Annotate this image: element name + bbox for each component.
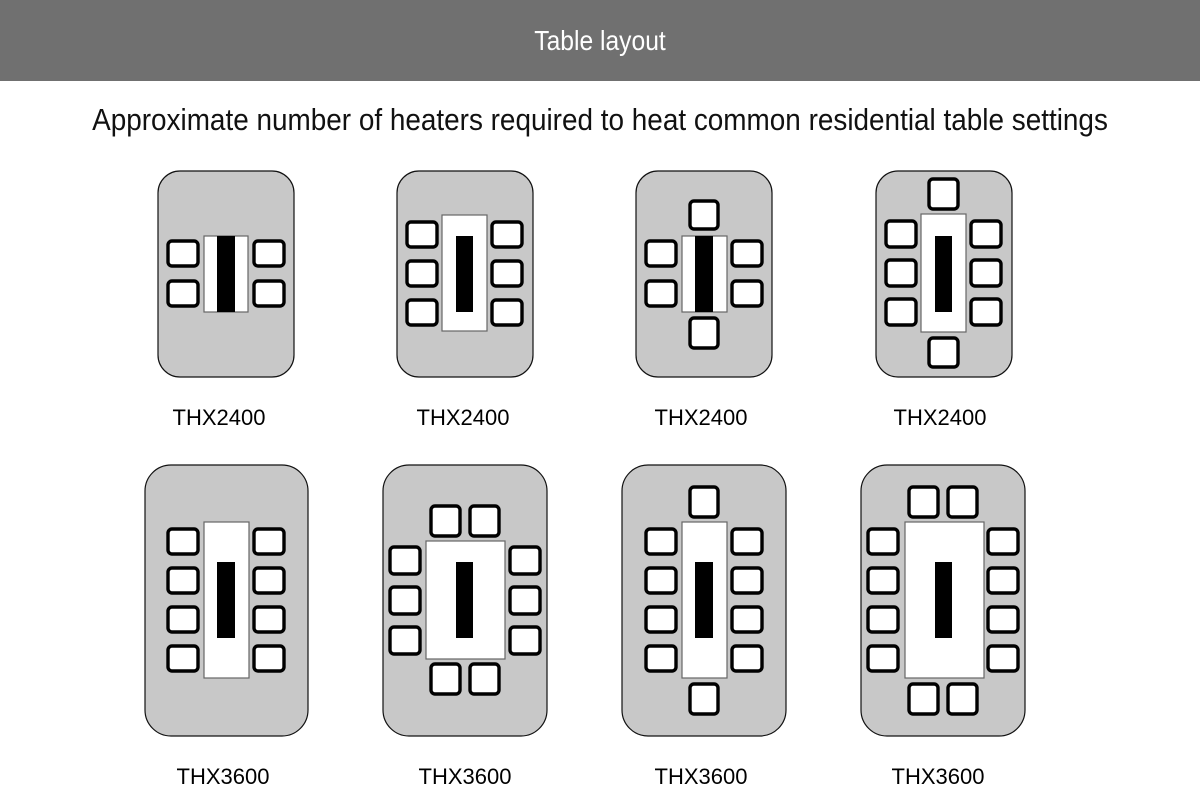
chair — [907, 682, 940, 716]
chair — [730, 605, 764, 634]
chair — [508, 625, 542, 656]
chair — [644, 239, 678, 268]
heater — [217, 236, 235, 312]
layout-label: THX3600 — [177, 764, 270, 789]
chair — [866, 605, 900, 634]
chair — [946, 485, 979, 519]
chair — [252, 644, 286, 673]
chair — [166, 605, 200, 634]
layout-label: THX3600 — [892, 764, 985, 789]
chair — [969, 297, 1003, 327]
chair — [508, 585, 542, 616]
chair — [252, 566, 286, 595]
chair — [730, 279, 764, 308]
page-title: Table layout — [534, 24, 666, 56]
page-subtitle: Approximate number of heaters required t… — [92, 102, 1108, 137]
layout-2: THX2400 — [396, 170, 534, 430]
chair — [907, 485, 940, 519]
chair — [969, 219, 1003, 249]
chair — [644, 605, 678, 634]
chair — [986, 527, 1020, 556]
chair — [490, 220, 524, 249]
chair — [730, 527, 764, 556]
chair — [946, 682, 979, 716]
chair — [252, 605, 286, 634]
chair — [644, 279, 678, 308]
layout-4: THX2400 — [875, 170, 1013, 430]
chair — [644, 566, 678, 595]
chair — [884, 219, 918, 249]
chair — [252, 527, 286, 556]
chair — [884, 258, 918, 288]
chair — [166, 279, 200, 308]
chair — [429, 504, 462, 538]
chair — [730, 566, 764, 595]
chair — [405, 220, 439, 249]
chair — [166, 527, 200, 556]
layout-label: THX2400 — [894, 405, 987, 430]
chair — [388, 585, 422, 616]
chair — [166, 644, 200, 673]
chair — [468, 662, 501, 696]
chair — [405, 298, 439, 327]
layout-5: THX3600 — [144, 464, 309, 789]
chair — [866, 644, 900, 673]
layout-label: THX3600 — [655, 764, 748, 789]
layout-label: THX2400 — [173, 405, 266, 430]
chair — [490, 259, 524, 288]
chair — [405, 259, 439, 288]
header-bar: Table layout — [0, 0, 1200, 81]
chair — [508, 545, 542, 576]
layout-1: THX2400 — [157, 170, 295, 430]
chair — [688, 316, 720, 350]
chair — [986, 566, 1020, 595]
chair — [927, 177, 960, 211]
chair — [730, 239, 764, 268]
heater — [456, 236, 473, 312]
layout-3: THX2400 — [635, 170, 773, 430]
chair — [688, 682, 720, 716]
heater — [935, 236, 952, 312]
heater — [695, 562, 713, 638]
chair — [969, 258, 1003, 288]
chair — [730, 644, 764, 673]
chair — [866, 566, 900, 595]
chair — [884, 297, 918, 327]
chair — [388, 625, 422, 656]
chair — [986, 644, 1020, 673]
chair — [688, 485, 720, 519]
chair — [166, 566, 200, 595]
chair — [644, 527, 678, 556]
chair — [429, 662, 462, 696]
chair — [866, 527, 900, 556]
chair — [490, 298, 524, 327]
chair — [688, 199, 720, 231]
chair — [644, 644, 678, 673]
chair — [468, 504, 501, 538]
layout-8: THX3600 — [860, 464, 1026, 789]
heater — [217, 562, 235, 638]
heater — [935, 562, 952, 638]
chair — [252, 279, 286, 308]
chair — [388, 545, 422, 576]
heater — [456, 562, 473, 638]
layout-6: THX3600 — [382, 464, 548, 789]
layout-7: THX3600 — [621, 464, 787, 789]
heater — [695, 236, 713, 312]
chair — [986, 605, 1020, 634]
chair — [166, 239, 200, 268]
chair — [252, 239, 286, 268]
layout-label: THX2400 — [655, 405, 748, 430]
layout-label: THX3600 — [419, 764, 512, 789]
layout-label: THX2400 — [417, 405, 510, 430]
chair — [927, 336, 960, 369]
